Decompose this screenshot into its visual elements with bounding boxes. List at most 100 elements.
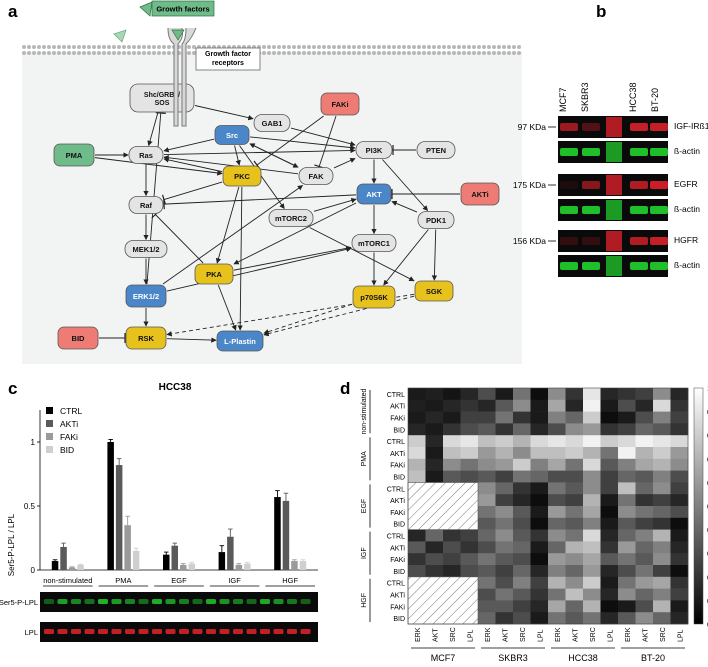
heatmap-na-hatch [407, 576, 479, 625]
pathway-edge-inhibit [318, 115, 337, 167]
membrane-bead [137, 51, 141, 55]
blot-band [582, 181, 600, 189]
heatmap-cell [443, 435, 461, 448]
bar-chart: HCC38 Ser5-P-LPL / LPL 00.51non-stimulat… [0, 382, 318, 642]
pathway-node-label-mtorc1: mTORC1 [358, 239, 390, 248]
growth-factor-triangle [113, 29, 127, 43]
membrane-bead [307, 51, 311, 55]
heatmap-cell [635, 529, 654, 542]
membrane-bead [152, 51, 156, 55]
membrane-bead [97, 51, 101, 55]
heatmap-cell [565, 399, 584, 412]
heatmap-cell [495, 447, 514, 460]
column-group-label: SKBR3 [498, 653, 528, 663]
membrane-bead [327, 45, 331, 49]
membrane-bead [127, 45, 131, 49]
blot-band [630, 181, 648, 189]
row-label: BID [393, 427, 405, 434]
y-tick-label: 1 [31, 438, 36, 447]
membrane-bead [122, 51, 126, 55]
membrane-bead [317, 51, 321, 55]
heatmap-cell [460, 399, 479, 412]
heatmap-cell [460, 411, 479, 424]
pathway-node-label-pkc: PKC [234, 172, 250, 181]
growth-factors-box [151, 0, 215, 17]
membrane-bead [77, 51, 81, 55]
molecular-weight-label: 156 KDa [513, 236, 546, 246]
blot-label: LPL [25, 628, 38, 637]
heatmap-cell [530, 423, 549, 436]
blot-band [273, 629, 284, 634]
membrane-bead [47, 51, 51, 55]
pathway-node-raf [128, 196, 164, 214]
column-label: LPL [467, 629, 474, 642]
heatmap-cell [530, 576, 549, 589]
membrane-bead [407, 51, 411, 55]
heatmap-cell [635, 612, 654, 625]
y-axis-label: Ser5-P-LPL / LPL [7, 513, 16, 576]
membrane-bead [287, 45, 291, 49]
membrane-bead [462, 45, 466, 49]
pathway-edge-arrow [163, 147, 356, 156]
membrane-bead [452, 45, 456, 49]
heatmap-cell [618, 553, 636, 566]
blot-band [582, 123, 600, 131]
pathway-node-src [214, 125, 250, 145]
heatmap-cell [618, 458, 636, 471]
heatmap-cell [478, 458, 496, 471]
pathway-node-label-bid: BID [72, 334, 86, 343]
membrane-bead [277, 45, 281, 49]
column-label: AKT [432, 628, 439, 642]
pathway-node-label-shc: Shc/GRB2/SOS [144, 92, 180, 107]
heatmap-cell [653, 388, 671, 401]
membrane-bead [297, 51, 301, 55]
heatmap-cell [618, 600, 636, 613]
heatmap-cell [618, 388, 636, 401]
heatmap-cell [478, 612, 496, 625]
heatmap-cell [443, 541, 461, 554]
membrane-bead [117, 45, 121, 49]
heatmap-cell [618, 612, 636, 625]
membrane-bead [397, 51, 401, 55]
cell-line-label: HCC38 [628, 82, 638, 112]
heatmap-cell [565, 494, 584, 507]
row-label: BID [393, 569, 405, 576]
membrane-bead [322, 45, 326, 49]
heatmap-cell [635, 494, 654, 507]
heatmap-cell [670, 529, 689, 542]
blot-band [582, 148, 600, 156]
cell-cytoplasm [22, 52, 522, 364]
heatmap-cell [600, 612, 619, 625]
heatmap-cell [565, 435, 584, 448]
membrane-bead [392, 45, 396, 49]
row-label: BID [393, 616, 405, 623]
column-label: SRC [450, 627, 457, 642]
row-label: AKTi [390, 498, 405, 505]
heatmap-cell [670, 494, 689, 507]
membrane-bead [342, 45, 346, 49]
column-label: SRC [590, 627, 597, 642]
membrane-bead [432, 51, 436, 55]
membrane-bead [52, 51, 56, 55]
bar-ctrl [274, 497, 281, 570]
membrane-bead [327, 51, 331, 55]
membrane-bead [362, 51, 366, 55]
pathway-edge-dashed [263, 295, 415, 337]
heatmap-cell [635, 588, 654, 601]
heatmap-cell [600, 576, 619, 589]
blot-protein-label: ß-actin [674, 204, 700, 214]
membrane-bead [342, 51, 346, 55]
pathway-node-label-erk: ERK1/2 [133, 292, 159, 301]
blot-band [57, 599, 68, 604]
membrane-bead [167, 51, 171, 55]
bar-ctrl [163, 554, 170, 570]
heatmap-cell [478, 482, 496, 495]
heatmap-cell [670, 423, 689, 436]
legend-swatch [46, 407, 53, 414]
membrane-bead [272, 51, 276, 55]
membrane-bead [332, 45, 336, 49]
heatmap-cell [425, 529, 444, 542]
heatmap-cell [653, 482, 671, 495]
heatmap-cell [425, 458, 444, 471]
